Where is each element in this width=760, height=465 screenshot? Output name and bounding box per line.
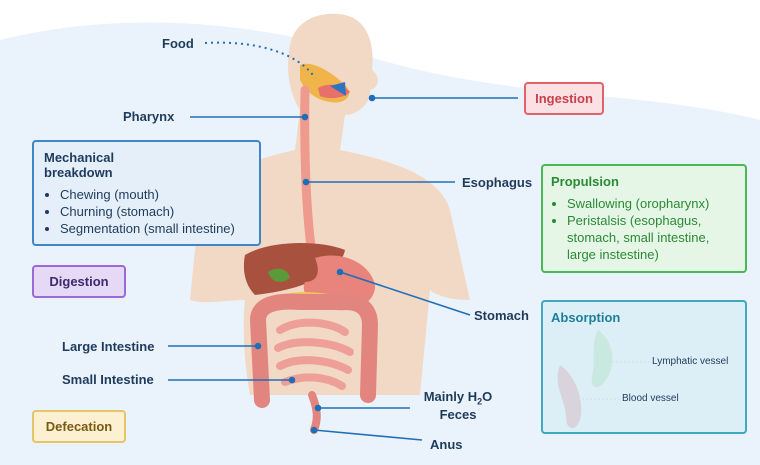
ingestion-badge: Ingestion xyxy=(524,82,604,115)
mechanical-item: Segmentation (small intestine) xyxy=(60,220,249,237)
stomach-label: Stomach xyxy=(474,308,529,323)
blood-vessel-label: Blood vessel xyxy=(622,393,679,404)
anus-label: Anus xyxy=(430,437,463,452)
absorption-box: Absorption xyxy=(541,300,747,434)
propulsion-item: Swallowing (oropharynx) xyxy=(567,195,737,212)
food-label: Food xyxy=(162,36,194,51)
absorption-title: Absorption xyxy=(551,310,621,325)
lymphatic-vessel-label: Lymphatic vessel xyxy=(652,356,729,367)
propulsion-title: Propulsion xyxy=(551,174,619,189)
mechanical-breakdown-title: Mechanical breakdown xyxy=(44,150,115,180)
large-intestine-shape xyxy=(249,293,379,408)
rectum-shape xyxy=(308,391,321,434)
feces-label-line2: Feces xyxy=(439,406,477,422)
propulsion-item: Peristalsis (esophagus, stomach, small i… xyxy=(567,212,737,263)
feces-label: Mainly H2O Feces xyxy=(418,389,498,422)
feces-label-line1: Mainly H xyxy=(423,389,478,404)
mechanical-breakdown-list: Chewing (mouth) Churning (stomach) Segme… xyxy=(44,186,249,237)
mechanical-breakdown-box: Mechanical breakdown Chewing (mouth) Chu… xyxy=(32,140,261,246)
mechanical-item: Chewing (mouth) xyxy=(60,186,249,203)
body-silhouette xyxy=(190,13,470,395)
mechanical-item: Churning (stomach) xyxy=(60,203,249,220)
propulsion-box: Propulsion Swallowing (oropharynx) Peris… xyxy=(541,164,747,273)
esophagus-label: Esophagus xyxy=(462,175,533,190)
digestion-badge: Digestion xyxy=(32,265,126,298)
pharynx-label: Pharynx xyxy=(123,109,175,124)
liver-shape xyxy=(243,243,345,295)
large-intestine-label: Large Intestine xyxy=(62,339,155,354)
defecation-badge: Defecation xyxy=(32,410,126,443)
propulsion-list: Swallowing (oropharynx) Peristalsis (eso… xyxy=(551,195,737,263)
leader-lines xyxy=(168,94,518,441)
small-intestine-label: Small Intestine xyxy=(62,372,154,387)
gallbladder-shape xyxy=(268,268,290,282)
feces-label-line1-end: O xyxy=(482,389,493,404)
feces-label-subscript: 2 xyxy=(477,396,483,407)
esophagus-tube xyxy=(300,85,317,260)
small-intestine-coils xyxy=(274,318,354,390)
